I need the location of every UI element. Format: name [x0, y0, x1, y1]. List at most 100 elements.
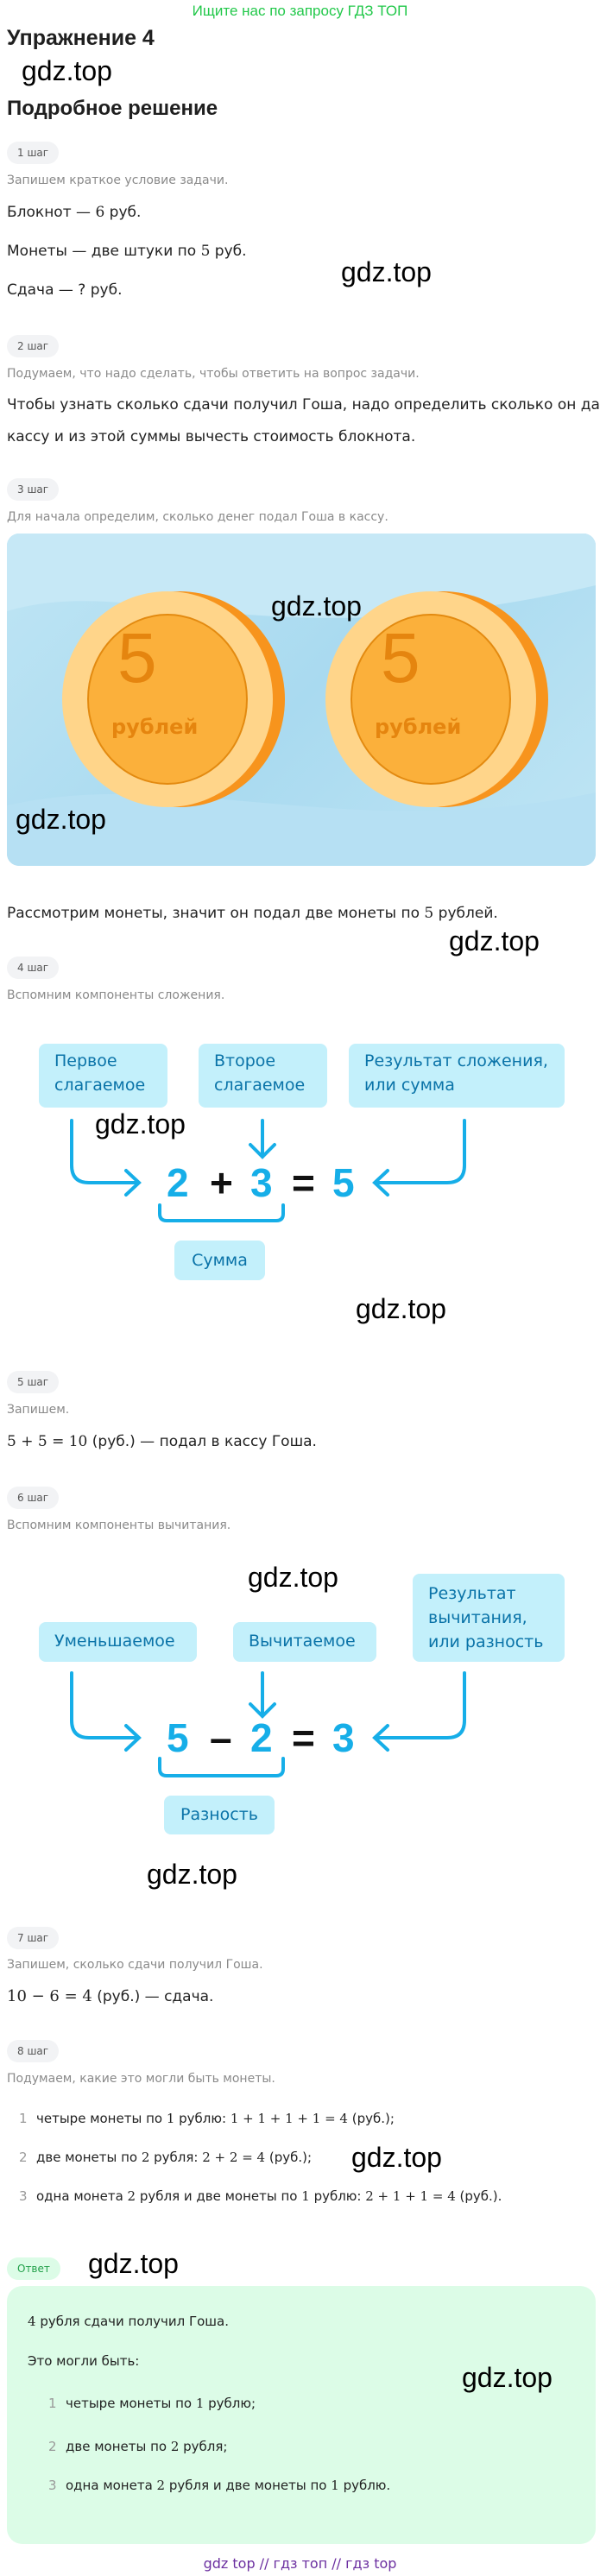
math: 1 + 1 + 1 + 1 = 4 — [230, 2111, 348, 2126]
math: 5 + 5 = 10 — [7, 1433, 88, 1450]
item-number: 2 — [19, 2150, 28, 2165]
text: рублей. — [433, 905, 498, 922]
text: рубля: — [149, 2150, 203, 2165]
text: рубля и две монеты по — [136, 2188, 302, 2204]
watermark: gdz.top — [16, 804, 106, 835]
step-badge: 6 шаг — [7, 1487, 60, 1509]
math: 4 — [28, 2314, 36, 2329]
text: одна монета — [36, 2188, 128, 2204]
equation-number: 5 — [167, 1715, 189, 1760]
section-title: Подробное решение — [7, 97, 218, 120]
step-badge: 8 шаг — [7, 2040, 60, 2062]
step-hint: Вспомним компоненты сложения. — [7, 988, 225, 1002]
answer-box: 4 рубля сдачи получил Гоша. Это могли бы… — [7, 2286, 596, 2544]
step-badge: 5 шаг — [7, 1371, 60, 1393]
coin-icon — [325, 591, 548, 807]
coin-icon — [62, 591, 285, 807]
step-hint: Вспомним компоненты вычитания. — [7, 1518, 231, 1532]
text: рублю: — [174, 2111, 231, 2126]
text: (руб.). — [455, 2188, 502, 2204]
math: 1 — [301, 2188, 310, 2204]
text: Монеты — две штуки по — [7, 243, 201, 260]
text: четыре монеты по — [36, 2111, 167, 2126]
promo-banner[interactable]: Ищите нас по запросу ГДЗ ТОП — [192, 3, 408, 19]
equation-operator: + — [210, 1160, 233, 1205]
math: 1 — [166, 2111, 175, 2126]
item-number: 3 — [48, 2478, 57, 2493]
subtrahend-box: Вычитаемое — [233, 1622, 376, 1662]
math: 2 — [156, 2478, 166, 2493]
watermark: gdz.top — [147, 1859, 237, 1890]
math: 10 − 6 = 4 — [7, 1987, 92, 2005]
step-text: Сдача — ? руб. — [7, 281, 123, 299]
answer-badge: Ответ — [7, 2257, 60, 2280]
watermark: gdz.top — [356, 1293, 446, 1324]
text: (руб.) — подал в кассу Гоша. — [87, 1433, 317, 1450]
equation-operator: = — [292, 1160, 315, 1205]
watermark: gdz.top — [248, 1562, 338, 1593]
coins-svg — [7, 534, 596, 866]
page-title: Упражнение 4 — [7, 26, 155, 50]
step-text: 10 − 6 = 4 (руб.) — сдача. — [7, 1987, 213, 2005]
watermark: gdz.top — [95, 1108, 186, 1140]
step-badge: 4 шаг — [7, 957, 60, 979]
watermark: gdz.top — [462, 2362, 553, 2393]
equation-number: 5 — [332, 1160, 355, 1205]
watermark: gdz.top — [271, 590, 362, 622]
text: рублю. — [338, 2478, 391, 2493]
watermark: gdz.top — [22, 55, 112, 86]
watermark: gdz.top — [341, 256, 432, 287]
math: 5 — [200, 243, 211, 260]
text: рублю; — [204, 2396, 256, 2411]
watermark: gdz.top — [88, 2248, 179, 2279]
step-text: Рассмотрим монеты, значит он подал две м… — [7, 905, 498, 922]
math: 2 — [170, 2439, 180, 2454]
text: (руб.) — сдача. — [92, 1988, 214, 2005]
item-number: 2 — [48, 2439, 57, 2454]
equation-number: 3 — [250, 1160, 273, 1205]
equation-number: 3 — [332, 1715, 355, 1760]
step-text: Чтобы узнать сколько сдачи получил Гоша,… — [7, 396, 600, 414]
text: рубля сдачи получил Гоша. — [35, 2314, 229, 2329]
answer-text: 4 рубля сдачи получил Гоша. — [28, 2314, 229, 2329]
math: 2 — [141, 2150, 150, 2165]
step-hint: Для начала определим, сколько денег пода… — [7, 510, 388, 524]
difference-result-box: Результат вычитания, или разность — [413, 1574, 565, 1662]
coin-unit: рублей — [375, 715, 462, 739]
equation-operator: = — [292, 1715, 315, 1760]
addition-arrows — [70, 1119, 466, 1222]
step-hint: Подумаем, что надо сделать, чтобы ответи… — [7, 367, 420, 381]
text: (руб.); — [347, 2111, 395, 2126]
step-badge: 7 шаг — [7, 1927, 60, 1949]
watermark: gdz.top — [449, 925, 540, 957]
step-text: Блокнот — 6 руб. — [7, 204, 141, 221]
step-text: Монеты — две штуки по 5 руб. — [7, 243, 247, 260]
minuend-box: Уменьшаемое — [39, 1622, 197, 1662]
footer-links[interactable]: gdz top // гдз топ // гдз top — [203, 2555, 397, 2572]
text: две монеты по — [36, 2150, 142, 2165]
coin-value: 5 — [117, 619, 157, 698]
text: руб. — [210, 243, 247, 260]
addend1-box: Первое слагаемое — [39, 1044, 167, 1108]
sum-label-box: Сумма — [174, 1241, 265, 1280]
difference-label-box: Разность — [164, 1796, 275, 1834]
text: руб. — [104, 204, 142, 221]
coin-value: 5 — [381, 619, 420, 698]
step-text: кассу и из этой суммы вычесть стоимость … — [7, 428, 416, 445]
item-number: 1 — [19, 2111, 28, 2126]
text: рубля и две монеты по — [165, 2478, 332, 2493]
step-hint: Запишем, сколько сдачи получил Гоша. — [7, 1958, 263, 1972]
coins-illustration: 5 рублей 5 рублей gdz.top gdz.top — [7, 534, 596, 866]
text: Рассмотрим монеты, значит он подал две м… — [7, 905, 425, 922]
step-hint: Запишем краткое условие задачи. — [7, 174, 229, 187]
math: 2 + 2 = 4 — [202, 2150, 266, 2165]
text: две монеты по — [66, 2439, 171, 2454]
step-badge: 3 шаг — [7, 478, 60, 501]
math: 6 — [95, 204, 105, 221]
